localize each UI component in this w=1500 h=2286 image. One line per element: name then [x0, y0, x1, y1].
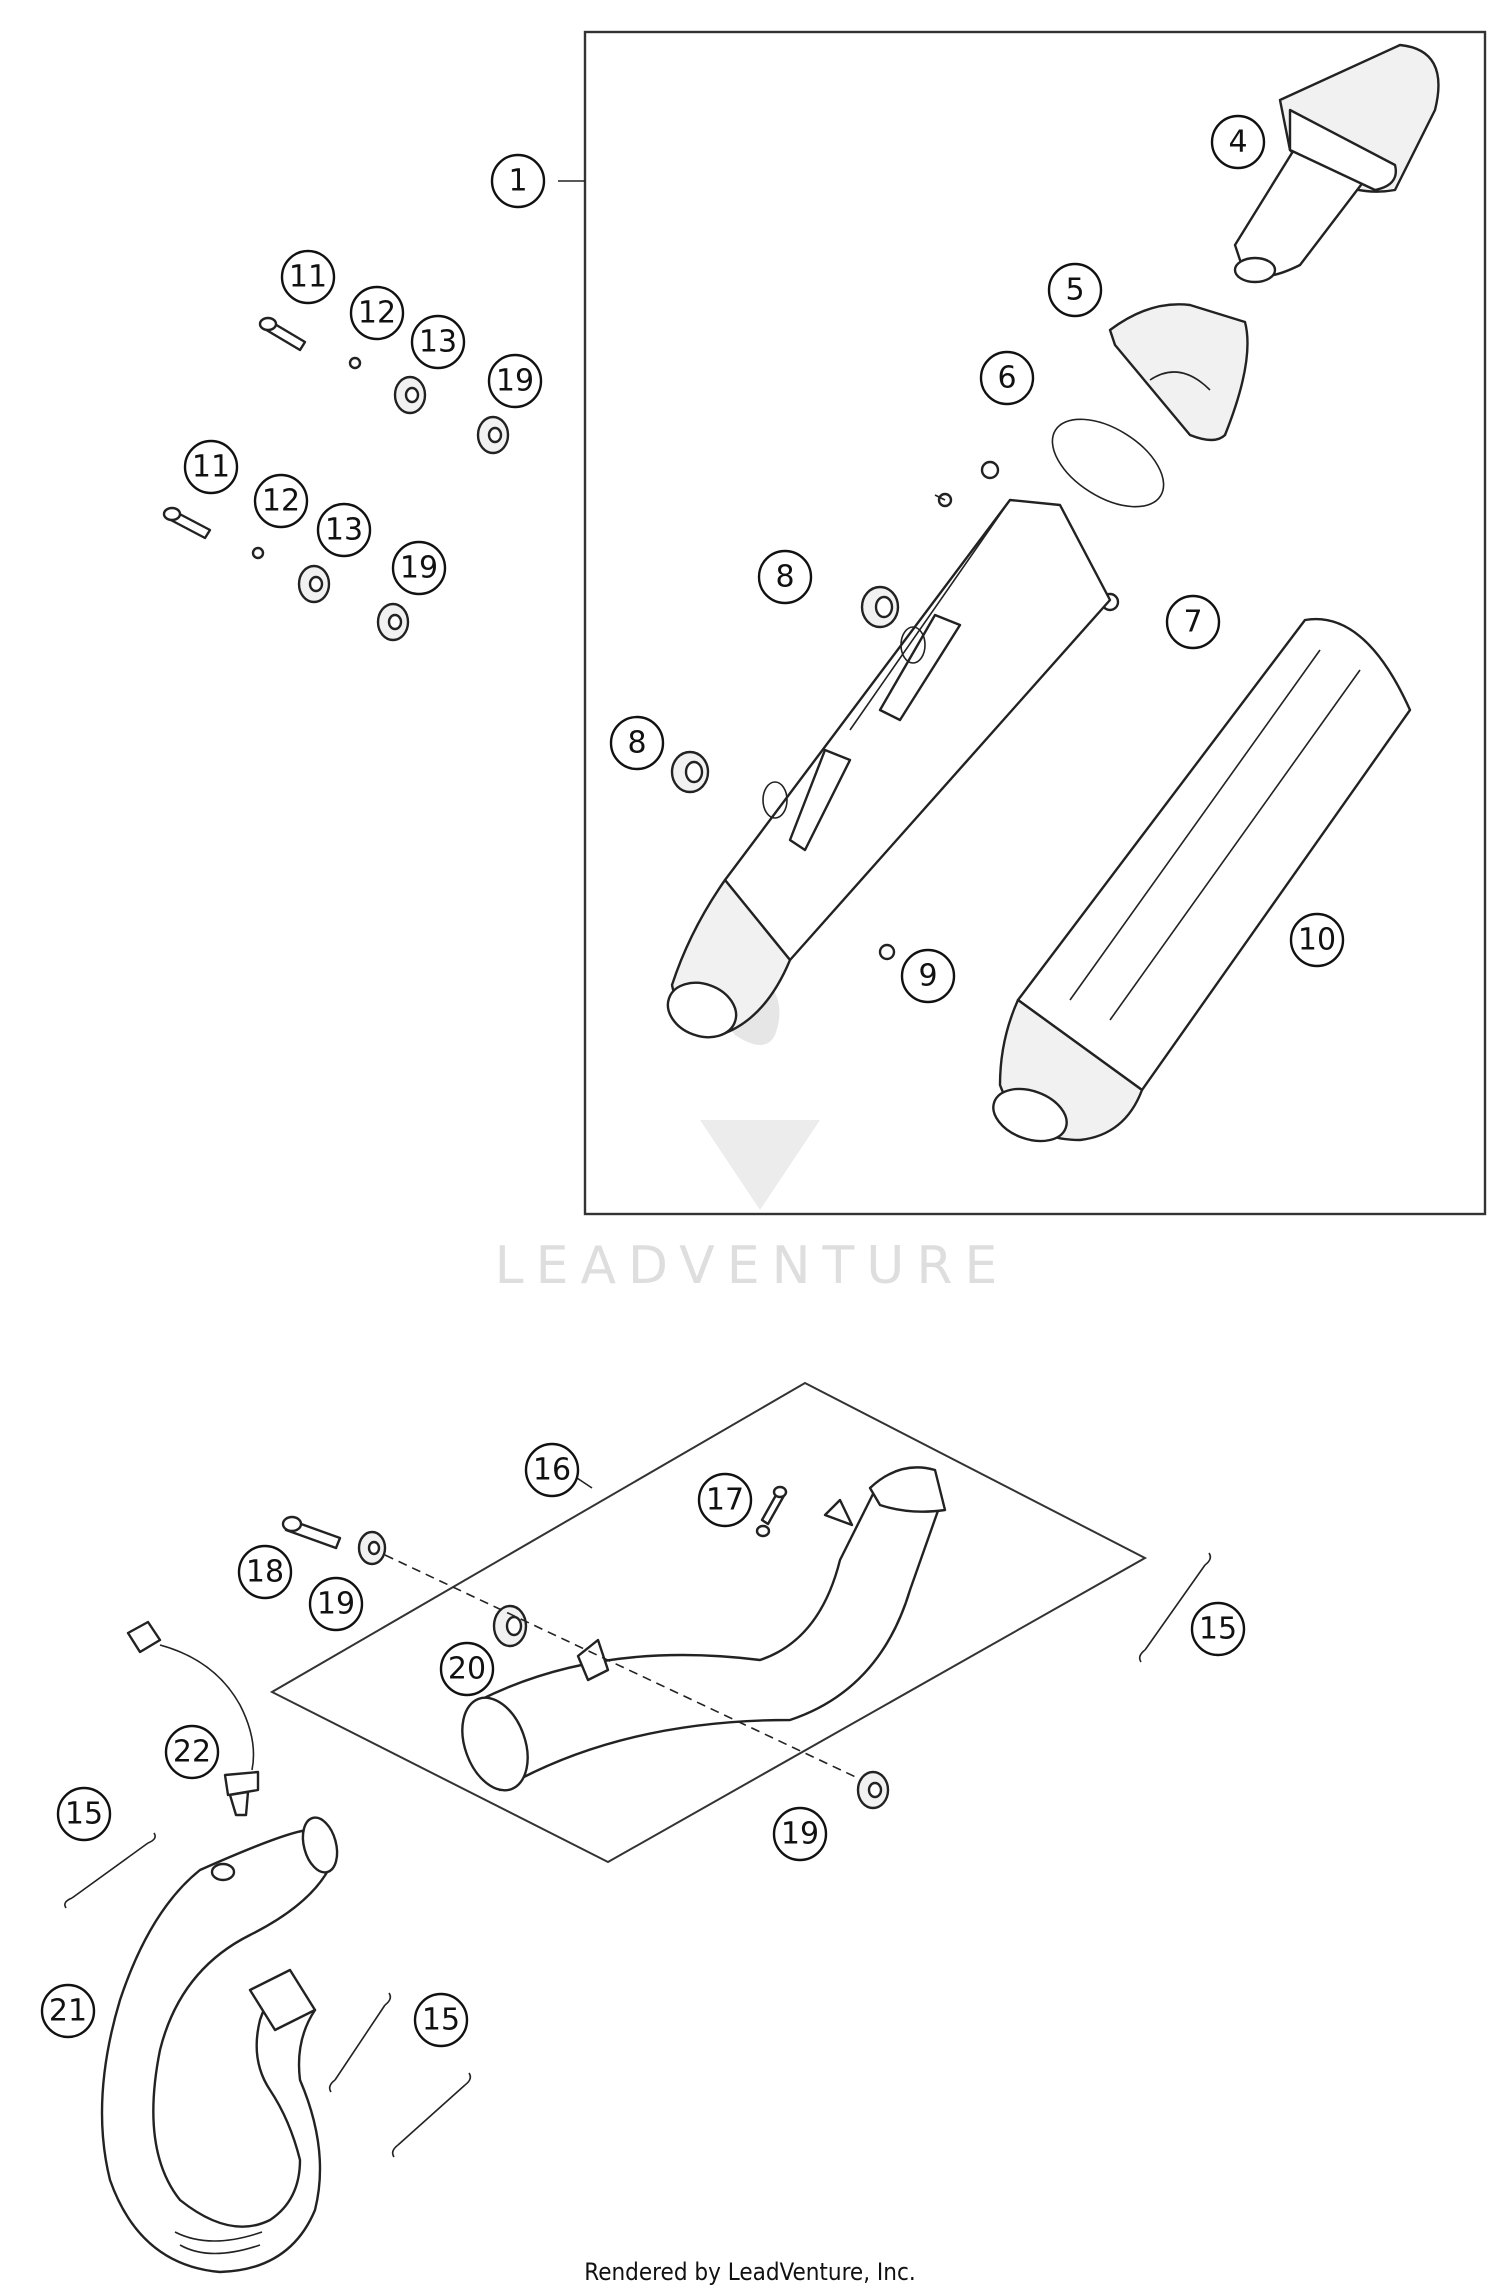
- spring-15-right: [1138, 1552, 1212, 1663]
- callout-11-lower: 11: [183, 439, 239, 495]
- svg-text:18: 18: [246, 1555, 284, 1590]
- callout-21: 21: [40, 1983, 96, 2039]
- svg-text:15: 15: [65, 1797, 103, 1832]
- svg-text:15: 15: [422, 2003, 460, 2038]
- muffler-cover-part: [992, 617, 1412, 1143]
- svg-text:9: 9: [918, 959, 937, 994]
- callout-17: 17: [697, 1472, 753, 1528]
- svg-text:19: 19: [781, 1817, 819, 1852]
- svg-text:13: 13: [325, 513, 363, 548]
- svg-text:17: 17: [706, 1483, 744, 1518]
- spring-15-lower-b: [391, 2072, 472, 2158]
- svg-text:8: 8: [775, 560, 794, 595]
- callout-20: 20: [439, 1641, 495, 1697]
- svg-text:16: 16: [533, 1453, 571, 1488]
- svg-text:1: 1: [508, 164, 527, 199]
- svg-text:20: 20: [448, 1652, 486, 1687]
- svg-text:10: 10: [1298, 923, 1336, 958]
- callout-19-lower: 19: [391, 540, 447, 596]
- clamp-17-part: [755, 1485, 788, 1538]
- callout-11-upper: 11: [280, 249, 336, 305]
- mounting-axis-line: [384, 1554, 863, 1781]
- grommet-8-upper: [860, 585, 900, 629]
- washer-19-header-upper: [357, 1530, 387, 1566]
- mid-pipe-part: [461, 1466, 947, 1792]
- washer-13-upper: [393, 375, 427, 415]
- muffler-top-screws: [934, 460, 1000, 508]
- svg-text:11: 11: [289, 260, 327, 295]
- oxygen-sensor-part: [126, 1620, 260, 1817]
- end-cap-part: [1233, 43, 1440, 284]
- svg-text:8: 8: [627, 726, 646, 761]
- svg-text:13: 13: [419, 325, 457, 360]
- svg-text:12: 12: [358, 296, 396, 331]
- screw-9-part: [878, 943, 896, 961]
- muffler-body-part: [666, 498, 1112, 1039]
- svg-text:22: 22: [173, 1735, 211, 1770]
- callout-16: 16: [524, 1442, 580, 1498]
- callout-8-upper: 8: [757, 549, 813, 605]
- svg-text:11: 11: [192, 450, 230, 485]
- bolt-11-upper: [258, 316, 307, 352]
- footer-credit: Rendered by LeadVenture, Inc.: [584, 2258, 916, 2286]
- callout-19-header-upper: 19: [308, 1576, 364, 1632]
- callout-4: 4: [1210, 114, 1266, 170]
- muffler-assembly-frame: [583, 30, 1487, 1216]
- svg-text:5: 5: [1065, 273, 1084, 308]
- nut-12-upper: [348, 356, 362, 370]
- watermark-text: LEADVENTURE: [495, 1236, 1010, 1296]
- svg-text:4: 4: [1228, 125, 1247, 160]
- callout-15-left: 15: [56, 1786, 112, 1842]
- svg-text:7: 7: [1183, 605, 1202, 640]
- callout-9: 9: [900, 948, 956, 1004]
- callout-19-header-lower: 19: [772, 1806, 828, 1862]
- svg-text:15: 15: [1199, 1612, 1237, 1647]
- o-ring-part: [1051, 418, 1165, 508]
- callout-13-upper: 13: [410, 314, 466, 370]
- leadventure-watermark: LEADVENTURE: [495, 970, 1010, 1296]
- callout-18: 18: [237, 1544, 293, 1600]
- svg-text:19: 19: [400, 551, 438, 586]
- nut-12-lower: [251, 546, 265, 560]
- callout-5: 5: [1047, 262, 1103, 318]
- grommet-8-lower: [670, 750, 710, 794]
- callout-15-lower: 15: [413, 1992, 469, 2048]
- callout-22: 22: [164, 1724, 220, 1780]
- svg-text:19: 19: [496, 364, 534, 399]
- callout-13-lower: 13: [316, 502, 372, 558]
- grommet-20-part: [492, 1604, 528, 1648]
- washer-19-upper: [476, 415, 510, 455]
- svg-text:19: 19: [317, 1587, 355, 1622]
- callout-1: 1: [490, 153, 546, 209]
- washer-13-lower: [297, 564, 331, 604]
- bolt-11-lower: [162, 506, 212, 540]
- washer-19-header-lower: [856, 1770, 890, 1810]
- spring-15-lower-a: [328, 1992, 392, 2093]
- callout-19-upper: 19: [487, 353, 543, 409]
- callout-15-right: 15: [1190, 1601, 1246, 1657]
- callout-10: 10: [1289, 912, 1345, 968]
- spring-15-left: [64, 1832, 156, 1909]
- callout-12-upper: 12: [349, 285, 405, 341]
- callout-7: 7: [1165, 594, 1221, 650]
- header-pipe-part: [100, 1816, 339, 2274]
- inner-cap-part: [1108, 303, 1249, 442]
- callout-8-lower: 8: [609, 715, 665, 771]
- washer-19-lower: [376, 602, 410, 642]
- callout-6: 6: [979, 350, 1035, 406]
- svg-text:21: 21: [49, 1994, 87, 2029]
- callout-12-lower: 12: [253, 473, 309, 529]
- bolt-18-part: [281, 1515, 342, 1550]
- header-assembly-frame: [269, 1381, 1148, 1864]
- svg-text:6: 6: [997, 361, 1016, 396]
- svg-text:12: 12: [262, 484, 300, 519]
